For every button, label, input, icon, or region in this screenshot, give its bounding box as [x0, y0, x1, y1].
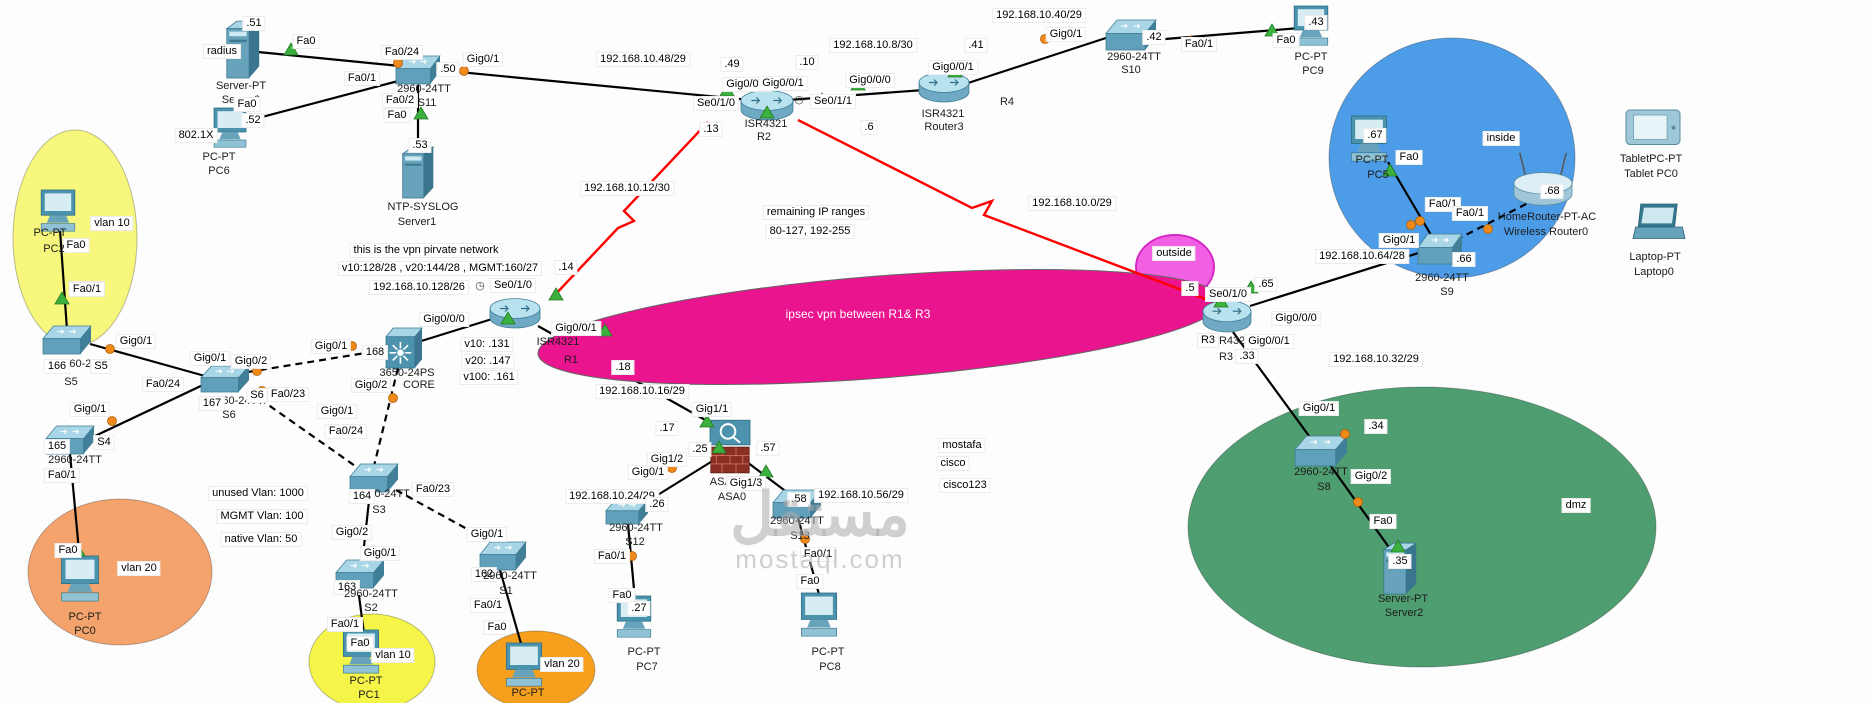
- link-blocked-marker: [347, 341, 357, 351]
- zone-dmz: [1187, 386, 1657, 668]
- device-Server1[interactable]: [401, 146, 435, 199]
- cable-link[interactable]: [498, 569, 524, 648]
- cable-link[interactable]: [1327, 461, 1399, 561]
- cable-link[interactable]: [1455, 201, 1531, 241]
- zone-vlan10-bottom: [308, 613, 436, 703]
- device-PC0[interactable]: [61, 555, 99, 602]
- device-S4[interactable]: [45, 425, 95, 455]
- device-CORE[interactable]: [385, 327, 423, 369]
- device-S5[interactable]: [42, 325, 92, 355]
- zone-ipsec-vpn: [537, 268, 1223, 386]
- cable-link[interactable]: [247, 347, 391, 374]
- cable-link[interactable]: [796, 517, 822, 599]
- link-up-marker: [758, 464, 774, 478]
- device-S11[interactable]: [395, 55, 441, 85]
- link-up-marker: [548, 287, 564, 301]
- link-blocked-marker: [459, 66, 469, 76]
- link-up-marker: [699, 414, 715, 428]
- cable-link[interactable]: [639, 459, 715, 507]
- cable-link[interactable]: [437, 68, 751, 102]
- link-up-marker: [850, 77, 866, 91]
- link-up-marker: [711, 440, 727, 454]
- link-blocked-marker: [1185, 36, 1195, 46]
- link-blocked-marker: [252, 366, 262, 376]
- device-S10[interactable]: [1105, 19, 1157, 51]
- link-up-marker: [1390, 539, 1406, 553]
- link-blocked-marker: [1415, 216, 1425, 226]
- link-blocked-marker: [1406, 220, 1416, 230]
- device-Server0[interactable]: [225, 20, 261, 79]
- device-S9[interactable]: [1417, 233, 1463, 265]
- link-blocked-marker: [800, 534, 810, 544]
- cable-link[interactable]: [964, 34, 1113, 86]
- device-PC6[interactable]: [213, 107, 247, 148]
- device-S8[interactable]: [1294, 435, 1348, 467]
- device-PC7[interactable]: [616, 595, 652, 638]
- link-blocked-marker: [257, 386, 267, 396]
- link-up-marker: [54, 291, 70, 305]
- cable-link[interactable]: [372, 367, 400, 467]
- link-up-marker: [719, 83, 735, 97]
- cable-link[interactable]: [787, 88, 925, 102]
- device-PC5[interactable]: [1350, 115, 1388, 162]
- cable-link[interactable]: [360, 491, 372, 565]
- device-ASA0[interactable]: [709, 419, 751, 474]
- link-blocked-marker: [1353, 497, 1363, 507]
- device-S2[interactable]: [335, 559, 385, 589]
- link-up-marker: [500, 311, 516, 325]
- link-up-marker: [947, 64, 963, 78]
- cable-link[interactable]: [257, 50, 401, 68]
- link-blocked-marker: [107, 416, 117, 426]
- device-S13[interactable]: [772, 489, 822, 519]
- zone-vlan20-left: [27, 498, 213, 646]
- device-S1[interactable]: [479, 541, 527, 571]
- device-PC1[interactable]: [342, 629, 380, 674]
- device-Router3[interactable]: [918, 72, 970, 103]
- device-PC8[interactable]: [800, 592, 838, 637]
- device-PC9[interactable]: [1293, 5, 1329, 46]
- link-blocked-marker: [173, 382, 183, 392]
- link-blocked-marker: [667, 463, 677, 473]
- device-Laptop0[interactable]: [1632, 203, 1686, 239]
- device-PC3[interactable]: [505, 642, 543, 687]
- device-S12[interactable]: [605, 499, 649, 525]
- link-up-marker: [597, 323, 613, 337]
- cable-link[interactable]: [626, 523, 637, 601]
- link-up-marker: [814, 92, 830, 106]
- cable-link[interactable]: [395, 489, 499, 547]
- zone-inside: [1328, 37, 1576, 279]
- zone-vlan10-top: [12, 129, 138, 347]
- device-TabletPC0[interactable]: [1625, 109, 1681, 145]
- cable-link[interactable]: [249, 391, 359, 469]
- cable-link[interactable]: [58, 229, 69, 331]
- cable-link[interactable]: [94, 383, 206, 437]
- link-blocked-marker: [1040, 34, 1050, 44]
- device-S6[interactable]: [200, 365, 250, 393]
- link-up-marker: [759, 105, 775, 119]
- cable-link[interactable]: [242, 78, 403, 124]
- link-blocked-marker: [393, 58, 403, 68]
- link-blocked-marker: [388, 393, 398, 403]
- device-S3[interactable]: [349, 463, 399, 493]
- device-PC2[interactable]: [40, 189, 76, 232]
- link-blocked-marker: [627, 551, 637, 561]
- link-up-marker: [1243, 280, 1259, 294]
- serial-cable-link[interactable]: [552, 121, 709, 298]
- cable-link[interactable]: [1249, 248, 1429, 308]
- serial-cable-link[interactable]: [797, 118, 1217, 305]
- link-up-marker: [413, 106, 429, 120]
- link-blocked-marker: [1340, 429, 1350, 439]
- link-blocked-marker: [105, 344, 115, 354]
- link-up-marker: [1382, 163, 1398, 177]
- link-up-marker: [244, 98, 260, 112]
- link-blocked-marker: [1483, 224, 1493, 234]
- link-up-marker: [283, 42, 299, 56]
